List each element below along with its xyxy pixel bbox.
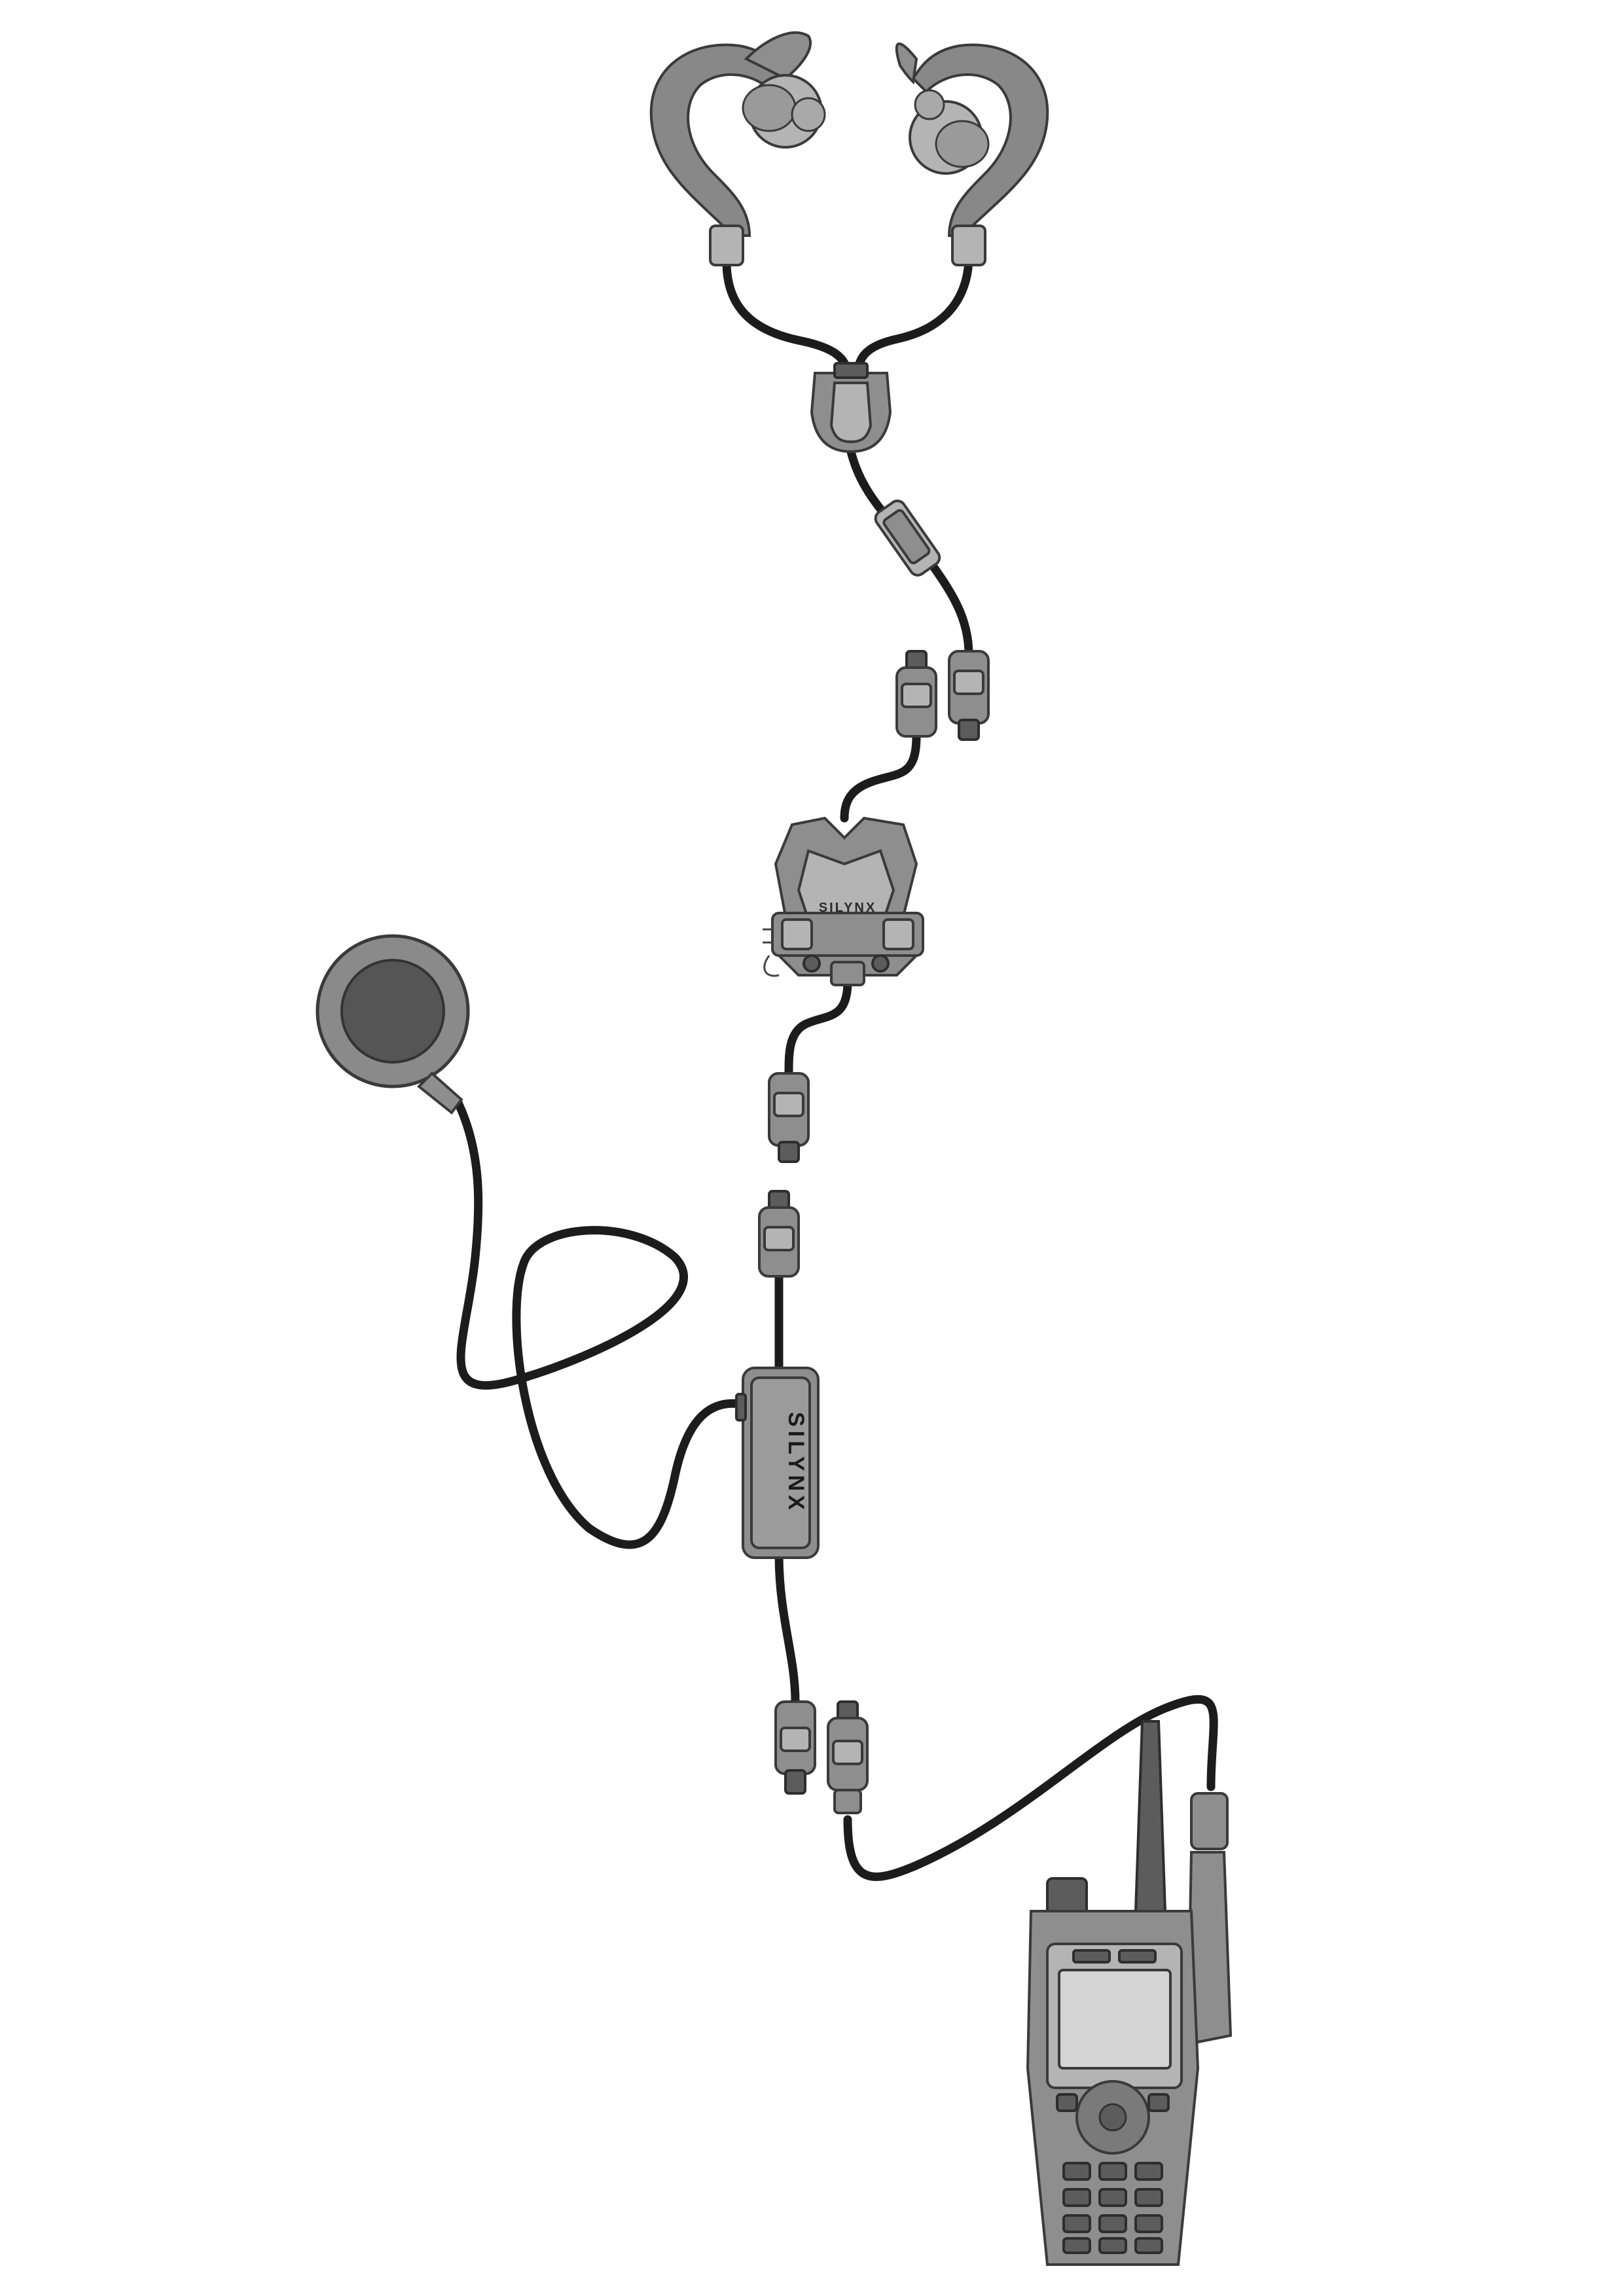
left-earbud-nozzle: [791, 97, 826, 132]
radio-screen: [1058, 1969, 1172, 2070]
bottom-connector-left: [774, 1700, 816, 1795]
right-earbud-nozzle: [914, 89, 945, 120]
ptt-button-icon: [316, 934, 470, 1115]
upper-connector-right: [948, 650, 990, 741]
earpieces-icon: [649, 31, 1049, 266]
connector-to-radio-cable: [843, 1695, 1218, 1881]
ptt-module-to-connector-cable: [774, 1550, 800, 1706]
inline-clip-icon: [874, 499, 941, 577]
upper-connector-left: [895, 650, 937, 738]
cables: [454, 257, 1218, 1881]
right-eartip: [935, 120, 990, 168]
connector-mid-icon: [758, 1190, 800, 1278]
control-hub-icon: SILYNX: [763, 816, 924, 986]
connector-pair-upper-icon: [895, 650, 990, 741]
left-earpiece-cable: [722, 257, 852, 381]
radio-nav-pad: [1056, 2080, 1170, 2155]
y-splitter-icon: [810, 362, 892, 454]
hub-brand-label: SILYNX: [819, 901, 876, 915]
radio-softkey-left: [1072, 1949, 1111, 1964]
module-brand-label: SILYNX: [784, 1412, 808, 1514]
two-way-radio-icon: [1026, 1720, 1233, 2266]
right-hook-arm: [895, 42, 918, 85]
splitter-to-clip-cable: [846, 447, 892, 522]
right-strain-relief: [951, 224, 986, 266]
connector-pair-bottom-icon: [774, 1700, 869, 1814]
connector-lower-icon: [768, 1072, 810, 1163]
clip-to-connector-cable: [922, 552, 973, 659]
ptt-button-cable: [454, 1098, 744, 1549]
radio-side-adapter-top: [1190, 1792, 1229, 1850]
left-strain-relief: [709, 224, 744, 266]
right-earpiece-cable: [853, 257, 973, 381]
inline-ptt-module-icon: SILYNX: [735, 1367, 820, 1559]
radio-keypad: [1062, 2162, 1163, 2254]
connector-to-hub-cable: [840, 732, 921, 823]
radio-antenna: [1134, 1720, 1167, 1912]
hub-to-lower-connector-cable: [784, 977, 852, 1078]
left-eartip: [742, 84, 797, 132]
left-hook-arm: [744, 31, 812, 81]
bottom-connector-right: [827, 1700, 869, 1814]
radio-softkey-right: [1118, 1949, 1157, 1964]
